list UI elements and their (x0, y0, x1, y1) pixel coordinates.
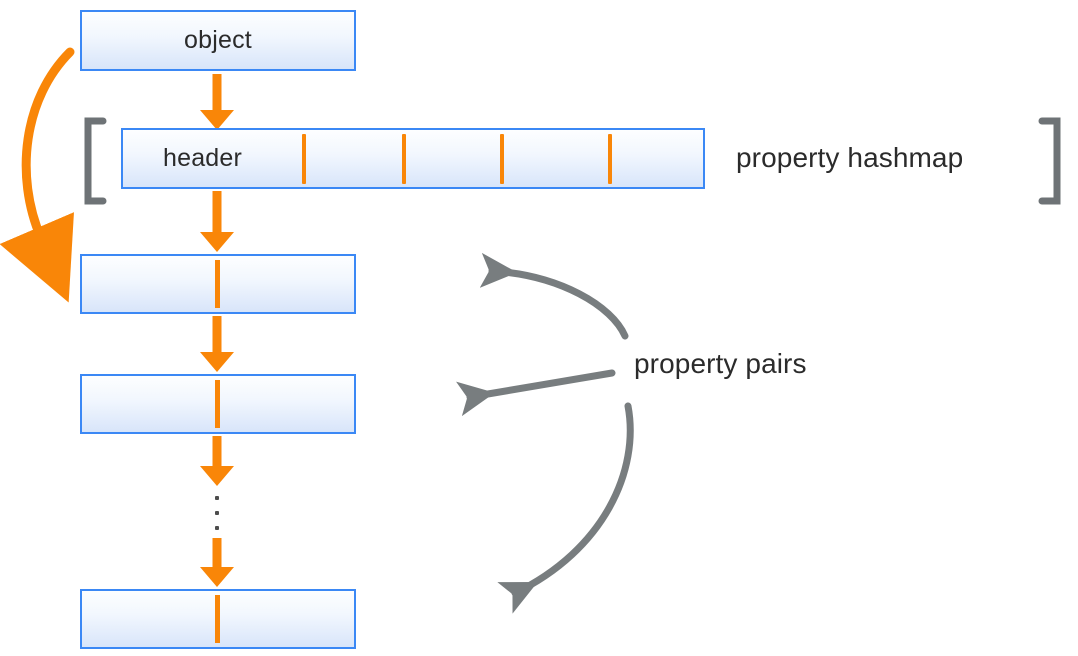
hashmap-slot-tick-1 (302, 134, 306, 184)
header-box-label: header (163, 144, 243, 172)
curved-orange-arrow (0, 47, 75, 303)
hashmap-slot-tick-2 (402, 134, 406, 184)
orange-arrow-object-to-header (200, 74, 234, 130)
gray-arrow-to-pair1 (479, 252, 629, 340)
orange-arrow-header-to-pair1 (200, 191, 234, 252)
object-box[interactable]: object (80, 10, 356, 71)
ellipsis-dot-2 (215, 511, 219, 515)
ellipsis-dot-3 (215, 526, 219, 530)
gray-arrow-to-pairn (497, 402, 634, 614)
hashmap-slot-tick-4 (608, 134, 612, 184)
right-bracket-icon (1038, 117, 1061, 205)
pair-box-2-center-stub (215, 380, 220, 428)
header-row-box[interactable]: header (121, 128, 705, 189)
property-pairs-label: property pairs (634, 348, 807, 379)
orange-arrow-pair2-to-ellipsis (200, 436, 234, 486)
gray-arrow-to-pair2 (456, 369, 616, 417)
property-hashmap-label: property hashmap (736, 142, 964, 173)
object-box-label: object (184, 26, 252, 54)
left-bracket-icon (84, 117, 107, 205)
orange-arrow-pair1-to-pair2 (200, 316, 234, 372)
pair-box-1-center-stub (215, 260, 220, 308)
hashmap-slot-tick-3 (500, 134, 504, 184)
ellipsis-dot-1 (215, 496, 219, 500)
pair-box-n-center-stub (215, 595, 220, 643)
orange-arrow-ellipsis-to-pairn (200, 538, 234, 587)
